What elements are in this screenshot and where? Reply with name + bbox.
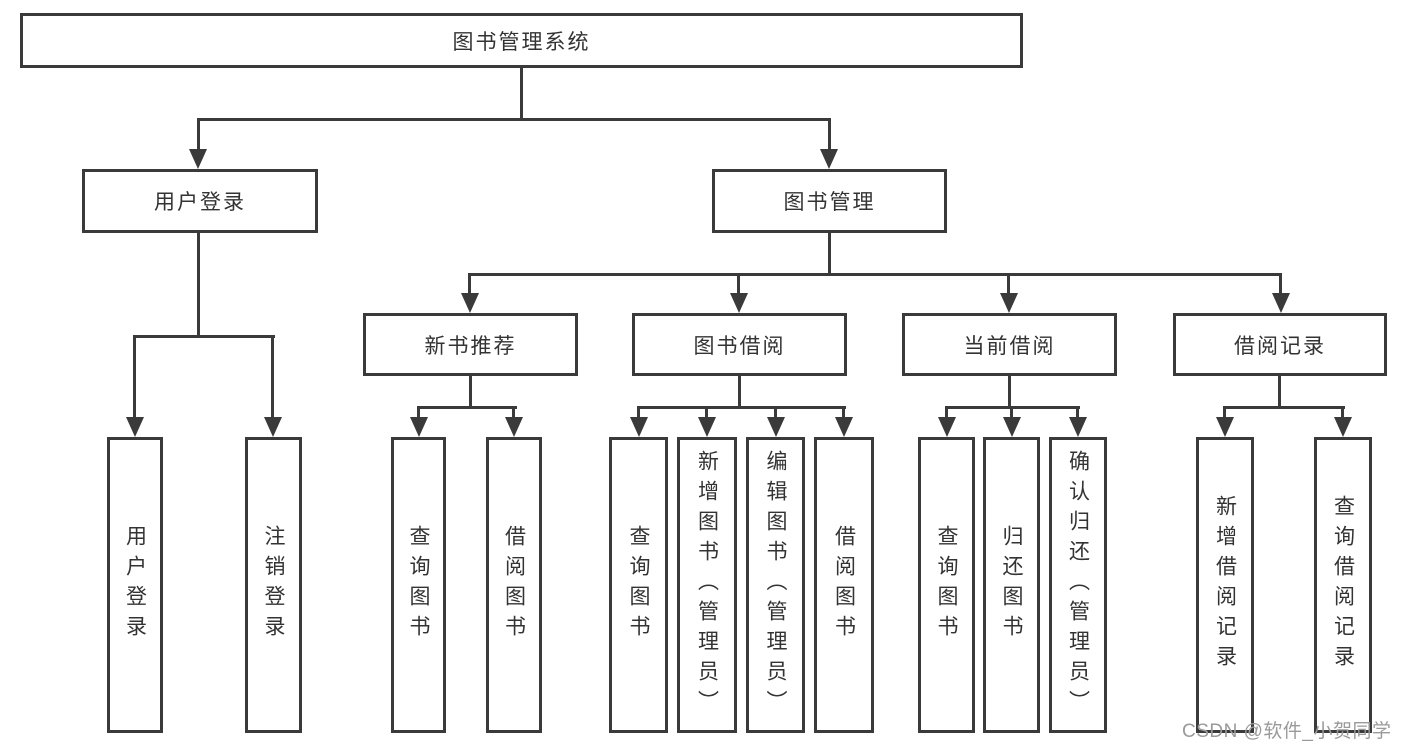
connector-drop-borrowing-records xyxy=(1279,273,1282,297)
node-leaf-borrow-books: 借阅图书 xyxy=(814,437,874,733)
arrowhead-leaf-user-login xyxy=(126,417,144,437)
node-user-login: 用户登录 xyxy=(82,169,318,233)
arrowhead-edit-books xyxy=(767,417,785,437)
connector-drop-return-books xyxy=(1010,406,1013,420)
node-leaf-query-books-recommend: 查询图书 xyxy=(391,437,446,733)
connector-drop-current-borrowing xyxy=(1007,273,1010,297)
node-leaf-return-books: 归还图书 xyxy=(983,437,1040,733)
arrowhead-book-management xyxy=(820,149,838,169)
node-borrowing-records: 借阅记录 xyxy=(1173,313,1387,376)
connector-drop-borrow-books xyxy=(842,406,845,420)
leaf-label: 查询图书 xyxy=(407,525,430,645)
connector-drop-edit-books xyxy=(774,406,777,420)
arrowhead-return-books xyxy=(1003,417,1021,437)
connector-user-login-stem xyxy=(197,233,200,337)
node-book-management: 图书管理 xyxy=(712,169,947,233)
arrowhead-borrow-books xyxy=(835,417,853,437)
connector-new-book-stem xyxy=(469,376,472,409)
leaf-label: 归还图书 xyxy=(1000,525,1023,645)
connector-current-borrowing-stem xyxy=(1008,376,1011,409)
node-leaf-borrow-books-recommend: 借阅图书 xyxy=(486,437,542,733)
node-leaf-confirm-return-admin: 确认归还（管理员） xyxy=(1049,437,1107,733)
connector-drop-query-books-borrowing xyxy=(637,406,640,420)
arrowhead-query-books-recommend xyxy=(410,417,428,437)
leaf-label: 查询图书 xyxy=(935,525,958,645)
connector-drop-book-borrowing xyxy=(737,273,740,297)
connector-root-stem xyxy=(520,68,523,121)
node-library-management-system: 图书管理系统 xyxy=(20,13,1023,68)
arrowhead-user-login xyxy=(189,149,207,169)
connector-drop-query-books-recommend xyxy=(417,406,420,420)
arrowhead-new-book-recommendation xyxy=(461,293,479,313)
leaf-label: 查询图书 xyxy=(627,525,650,645)
node-leaf-add-books-admin: 新增图书（管理员） xyxy=(677,437,737,733)
node-leaf-add-borrow-record: 新增借阅记录 xyxy=(1196,437,1254,733)
leaf-label: 新增借阅记录 xyxy=(1213,495,1237,675)
leaf-label: 用户登录 xyxy=(123,525,147,645)
arrowhead-query-books-borrowing xyxy=(630,417,648,437)
arrowhead-add-borrow-record xyxy=(1216,417,1234,437)
connector-drop-confirm-return xyxy=(1076,406,1079,420)
leaf-label: 借阅图书 xyxy=(832,525,856,645)
connector-drop-add-borrow-record xyxy=(1223,406,1226,420)
leaf-label: 查询借阅记录 xyxy=(1331,495,1355,675)
leaf-label: 新增图书（管理员） xyxy=(695,450,719,720)
leaf-label: 确认归还（管理员） xyxy=(1066,450,1090,720)
arrowhead-leaf-logout xyxy=(264,417,282,437)
connector-drop-borrow-books-recommend xyxy=(512,406,515,420)
connector-book-borrowing-bus xyxy=(637,406,846,409)
node-leaf-query-books-borrowing: 查询图书 xyxy=(609,437,668,733)
connector-drop-book-management xyxy=(828,118,831,152)
leaf-label: 编辑图书（管理员） xyxy=(764,450,787,720)
connector-drop-leaf-user-login xyxy=(133,335,136,420)
arrowhead-confirm-return xyxy=(1069,417,1087,437)
connector-level1-bus xyxy=(197,118,831,121)
node-leaf-edit-books-admin: 编辑图书（管理员） xyxy=(746,437,805,733)
node-new-book-recommendation: 新书推荐 xyxy=(363,313,578,376)
leaf-label: 借阅图书 xyxy=(502,525,526,645)
node-leaf-query-books-current: 查询图书 xyxy=(918,437,975,733)
arrowhead-borrowing-records xyxy=(1272,293,1290,313)
connector-user-login-bus xyxy=(133,335,275,338)
arrowhead-query-borrow-record xyxy=(1334,417,1352,437)
node-book-borrowing: 图书借阅 xyxy=(632,313,847,376)
arrowhead-book-borrowing xyxy=(730,293,748,313)
connector-drop-add-books xyxy=(705,406,708,420)
leaf-label: 注销登录 xyxy=(262,525,285,645)
connector-drop-query-borrow-record xyxy=(1341,406,1344,420)
node-leaf-logout: 注销登录 xyxy=(245,437,302,733)
node-leaf-query-borrow-record: 查询借阅记录 xyxy=(1314,437,1372,733)
connector-new-book-bus xyxy=(417,406,517,409)
connector-drop-new-book-recommendation xyxy=(468,273,471,297)
node-leaf-user-login: 用户登录 xyxy=(107,437,163,733)
csdn-watermark: CSDN @软件_小贺同学 xyxy=(1182,721,1392,742)
connector-borrow-records-bus xyxy=(1223,406,1345,409)
arrowhead-borrow-books-recommend xyxy=(505,417,523,437)
connector-drop-user-login xyxy=(197,118,200,152)
arrowhead-current-borrowing xyxy=(1000,293,1018,313)
connector-level2-bus xyxy=(468,273,1282,276)
connector-book-borrowing-stem xyxy=(738,376,741,409)
arrowhead-add-books xyxy=(698,417,716,437)
node-current-borrowing: 当前借阅 xyxy=(902,313,1117,376)
connector-book-management-stem xyxy=(828,233,831,275)
connector-borrow-records-stem xyxy=(1278,376,1281,409)
connector-drop-query-books-current xyxy=(945,406,948,420)
connector-drop-leaf-logout xyxy=(271,335,274,420)
arrowhead-query-books-current xyxy=(938,417,956,437)
